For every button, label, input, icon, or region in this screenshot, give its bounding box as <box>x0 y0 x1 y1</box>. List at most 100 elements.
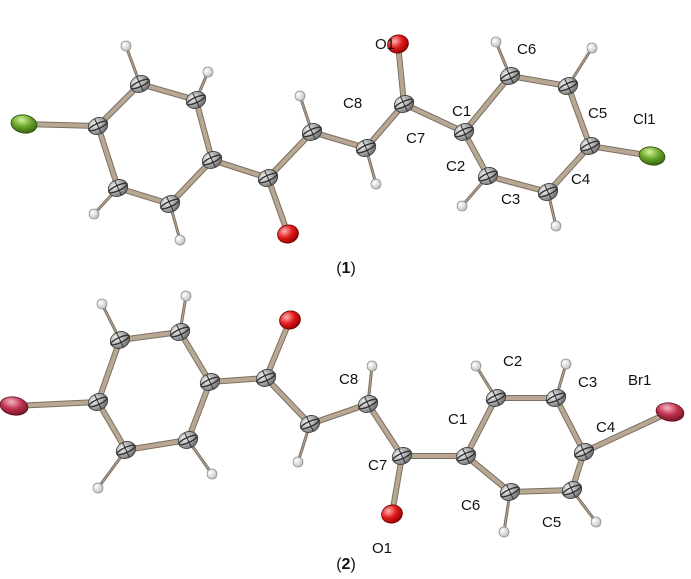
bond-highlight <box>194 98 214 162</box>
carbon-atom <box>177 431 199 449</box>
hydrogen-ellipsoid <box>92 482 104 494</box>
atom-label-c5: C5 <box>588 105 607 122</box>
carbon-atom <box>257 169 279 187</box>
chlorine-ellipsoid <box>638 146 666 166</box>
principal-axis <box>400 96 408 112</box>
hydrogen-ellipsoid <box>498 526 510 538</box>
carbon-atom <box>579 137 601 155</box>
carbon-atom <box>185 91 207 109</box>
hydrogen-ellipsoid <box>96 298 108 310</box>
molecule-2: C2 C3 Br1 C8 C1 C4 C7 C6 C5 O1 (2) <box>0 290 685 573</box>
hydrogen-atom <box>92 482 104 494</box>
bond-highlight <box>186 380 212 442</box>
molecule-1: O1 C6 C1 C5 C8 C7 Cl1 C2 C4 C3 (1) <box>10 34 666 277</box>
hydrogen-atom <box>470 360 482 372</box>
bond-highlight <box>12 400 100 408</box>
hydrogen-ellipsoid <box>370 178 382 190</box>
caption-1: (1) <box>336 260 356 277</box>
hydrogen-ellipsoid <box>180 290 192 302</box>
bond-highlight <box>124 438 190 452</box>
atom-label-c8: C8 <box>339 371 358 388</box>
molecule-1-bonds <box>21 40 655 242</box>
carbon-atom <box>561 481 583 499</box>
hydrogen-atom <box>366 360 378 372</box>
hydrogen-ellipsoid <box>174 234 186 246</box>
carbon-atom <box>255 369 277 387</box>
bond-highlight <box>462 74 512 134</box>
atom-label-c4: C4 <box>571 171 590 188</box>
carbon-atom <box>477 167 499 185</box>
bond-highlight <box>554 396 586 454</box>
atom-label-br1: Br1 <box>628 372 651 389</box>
carbon-atom <box>159 195 181 213</box>
principal-axis <box>264 170 272 186</box>
principal-axis <box>116 332 124 348</box>
principal-axis <box>206 374 214 390</box>
carbon-atom <box>129 75 151 93</box>
bromine-ellipsoid <box>0 396 29 416</box>
carbon-atom <box>499 483 521 501</box>
principal-axis <box>364 396 372 412</box>
carbon-atom <box>301 123 323 141</box>
carbon-atom <box>573 443 595 461</box>
hydrogen-atom <box>96 298 108 310</box>
bond-highlight <box>486 174 550 194</box>
carbon-atom <box>299 415 321 433</box>
bond-highlight <box>96 124 120 190</box>
hydrogen-ellipsoid <box>88 208 100 220</box>
hydrogen-ellipsoid <box>490 36 502 48</box>
oxygen-ellipsoid <box>387 34 409 54</box>
principal-axis <box>192 92 200 108</box>
oxygen-atom <box>277 224 299 244</box>
bond-highlight <box>464 396 498 458</box>
hydrogen-ellipsoid <box>560 358 572 370</box>
principal-axis <box>114 180 122 196</box>
oxygen-ellipsoid <box>279 310 301 330</box>
principal-axis <box>484 168 492 184</box>
principal-axis <box>568 482 576 498</box>
principal-axis <box>564 78 572 94</box>
principal-axis <box>136 76 144 92</box>
carbon-atom <box>393 95 415 113</box>
oxygen-atom <box>279 310 301 330</box>
chlorine-atom <box>10 114 38 134</box>
hydrogen-ellipsoid <box>456 200 468 212</box>
principal-axis <box>208 152 216 168</box>
hydrogen-atom <box>120 40 132 52</box>
atom-label-c1: C1 <box>452 103 471 120</box>
hydrogen-ellipsoid <box>586 42 598 54</box>
bond-highlight <box>138 82 198 102</box>
atom-label-c2: C2 <box>503 353 522 370</box>
carbon-atom <box>357 395 379 413</box>
principal-axis <box>94 118 102 134</box>
molecule-1-atoms <box>10 34 666 246</box>
hydrogen-atom <box>292 456 304 468</box>
principal-axis <box>122 442 130 458</box>
hydrogen-ellipsoid <box>294 90 306 102</box>
bond-highlight <box>508 74 570 88</box>
atom-label-c1: C1 <box>448 411 467 428</box>
principal-axis <box>506 68 514 84</box>
bond-highlight <box>508 488 574 494</box>
carbon-atom <box>87 117 109 135</box>
carbon-atom <box>115 441 137 459</box>
bond-highlight <box>264 376 312 426</box>
hydrogen-atom <box>456 200 468 212</box>
bond-highlight <box>210 158 270 180</box>
hydrogen-atom <box>560 358 572 370</box>
hydrogen-ellipsoid <box>292 456 304 468</box>
hydrogen-ellipsoid <box>120 40 132 52</box>
bond-highlight <box>96 400 128 452</box>
bond-highlight <box>464 454 512 494</box>
bond-highlight <box>178 330 212 384</box>
principal-axis <box>176 324 184 340</box>
bond-highlight <box>396 42 406 106</box>
hydrogen-ellipsoid <box>550 220 562 232</box>
carbon-atom <box>485 389 507 407</box>
hydrogen-ellipsoid <box>470 360 482 372</box>
carbon-atom <box>87 393 109 411</box>
chlorine-ellipsoid <box>10 114 38 134</box>
atom-label-c8: C8 <box>343 95 362 112</box>
principal-axis <box>544 184 552 200</box>
oxygen-atom <box>381 504 403 524</box>
